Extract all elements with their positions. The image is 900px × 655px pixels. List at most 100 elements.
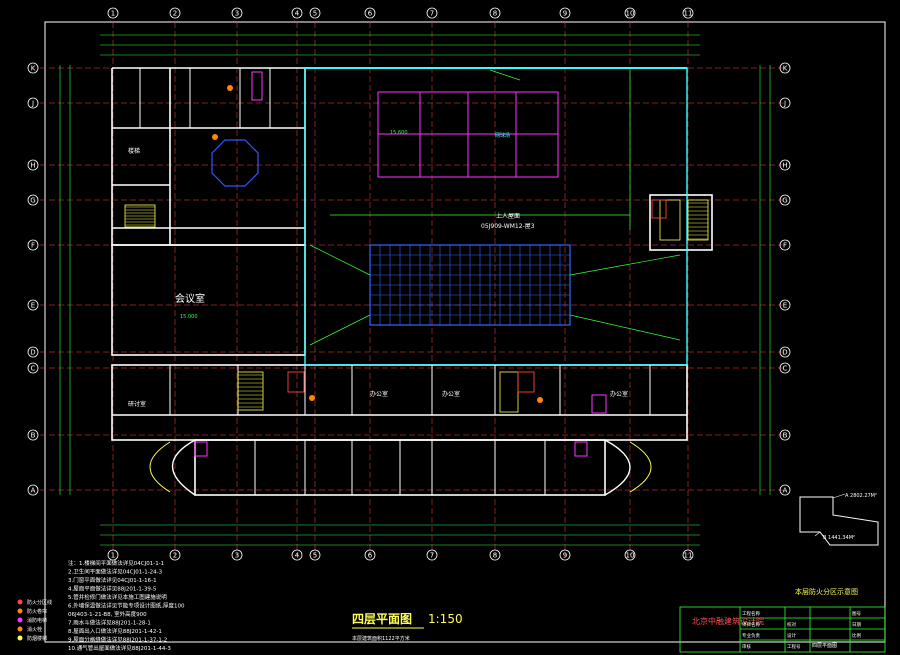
label-stair-room: 楼梯 — [128, 147, 140, 155]
axis-bubble-E — [27, 299, 39, 311]
elevation-main: 15.000 — [180, 314, 198, 320]
axis-bubble-2 — [169, 7, 181, 19]
note-line: 8.屋面出入口做法详见88J201-1-42-1 — [68, 627, 162, 635]
drawing-subtitle: 本层建筑面积1122平方米 — [352, 635, 410, 642]
label-roof: 上人屋面 — [496, 212, 520, 220]
octagonal-atrium — [211, 139, 259, 187]
axis-label-col: 9 — [563, 10, 567, 18]
axis-label-col: 3 — [235, 10, 239, 18]
axis-label-col: 8 — [493, 10, 497, 18]
legend-marker — [17, 608, 23, 614]
sanitary-fixtures — [194, 71, 607, 457]
axis-bubble-1 — [107, 7, 119, 19]
label-meeting-room: 会议室 — [175, 292, 205, 305]
stair-treads — [125, 202, 708, 408]
right-curved-end — [604, 439, 631, 496]
fire-hydrants — [212, 85, 543, 403]
axis-label-col: 11 — [684, 552, 693, 560]
title-block — [679, 606, 886, 653]
axis-bubble-B — [779, 429, 791, 441]
axis-label-col: 10 — [626, 10, 635, 18]
axis-label-row: J — [783, 100, 786, 108]
elevation-roof: 15.600 — [390, 130, 408, 136]
label-office-3: 办公室 — [610, 390, 628, 398]
title-block-cell: 校对 — [787, 621, 796, 628]
legend-label: 防烟楼梯 — [27, 635, 47, 642]
axis-bubble-7 — [426, 549, 438, 561]
label-roof-ref: 05J909-WM12-屋3 — [481, 223, 535, 230]
axis-label-col: 6 — [368, 552, 373, 560]
skylight-grid — [369, 244, 571, 326]
drawing-border — [44, 21, 886, 643]
zone-area-a: A 2802.27M² — [845, 493, 877, 499]
axis-bubble-D — [779, 346, 791, 358]
building-walls — [111, 67, 713, 496]
axis-label-row: A — [31, 487, 36, 495]
axis-label-row: K — [783, 65, 788, 73]
axis-label-row: D — [30, 349, 35, 357]
left-curved-end — [171, 439, 196, 496]
axis-bubble-G — [27, 194, 39, 206]
axis-label-row: F — [31, 242, 35, 250]
axis-label-row: E — [31, 302, 35, 310]
title-block-cell: 项目名称 — [742, 621, 760, 628]
axis-bubble-4 — [291, 549, 303, 561]
axis-label-row: G — [782, 197, 787, 205]
axis-label-col: 10 — [626, 552, 635, 560]
note-line: 2.卫生间平面做法详见04CJ01-1-24-3 — [68, 568, 163, 576]
drawing-title: 四层平面图 — [352, 612, 412, 626]
axis-bubble-D — [27, 346, 39, 358]
axis-label-col: 7 — [430, 552, 434, 560]
axis-label-row: B — [31, 432, 36, 440]
axis-label-col: 3 — [235, 552, 239, 560]
axis-bubble-A — [27, 484, 39, 496]
axis-label-col: 8 — [493, 552, 497, 560]
general-notes: 注：1.楼梯间平面做法详见04CJ01-1-12.卫生间平面做法详见04CJ01… — [68, 559, 185, 652]
axis-bubble-F — [779, 239, 791, 251]
title-block-cell: 审核 — [742, 643, 751, 650]
axis-bubble-K — [779, 62, 791, 74]
axis-bubble-6 — [364, 7, 376, 19]
stairwells — [124, 199, 709, 413]
axis-label-row: G — [30, 197, 35, 205]
axis-bubble-C — [27, 362, 39, 374]
elevators — [287, 199, 667, 393]
axis-label-row: H — [782, 162, 787, 170]
axis-label-col: 1 — [111, 552, 115, 560]
title-block-cell: 比例 — [852, 632, 861, 639]
axis-bubble-5 — [309, 7, 321, 19]
legend-marker — [17, 599, 23, 605]
left-curved-balcony — [149, 441, 171, 493]
axis-bubble-8 — [489, 549, 501, 561]
roof-slope-lines — [309, 69, 681, 346]
dimension-lines — [59, 34, 771, 546]
axis-label-row: K — [31, 65, 36, 73]
axis-bubble-B — [27, 429, 39, 441]
label-tennis-court: 网球场 — [495, 132, 510, 139]
axis-label-row: H — [30, 162, 35, 170]
axis-bubble-9 — [559, 7, 571, 19]
axis-label-row: C — [31, 365, 36, 373]
axis-bubble-3 — [231, 7, 243, 19]
axis-label-col: 6 — [368, 10, 373, 18]
legend-marker — [17, 626, 23, 632]
title-block-cell: 日期 — [852, 622, 861, 628]
axis-label-row: F — [783, 242, 787, 250]
legend-label: 防火分区线 — [27, 599, 52, 606]
axis-bubble-6 — [364, 549, 376, 561]
axis-label-col: 5 — [313, 10, 317, 18]
drawing-scale: 1:150 — [428, 612, 463, 626]
label-office-1: 办公室 — [370, 390, 388, 398]
axis-bubble-5 — [309, 549, 321, 561]
axis-bubble-H — [27, 159, 39, 171]
axis-label-col: 5 — [313, 552, 317, 560]
title-block-cell: 设计 — [787, 632, 796, 639]
axis-bubble-1 — [107, 549, 119, 561]
axis-label-row: E — [783, 302, 787, 310]
title-drawing-name: 四层平面图 — [812, 643, 837, 649]
axis-label-row: J — [31, 100, 34, 108]
company-name: 北京中融建筑设计院 — [692, 616, 764, 626]
zone-area-b: B 1441.34M² — [823, 535, 855, 541]
